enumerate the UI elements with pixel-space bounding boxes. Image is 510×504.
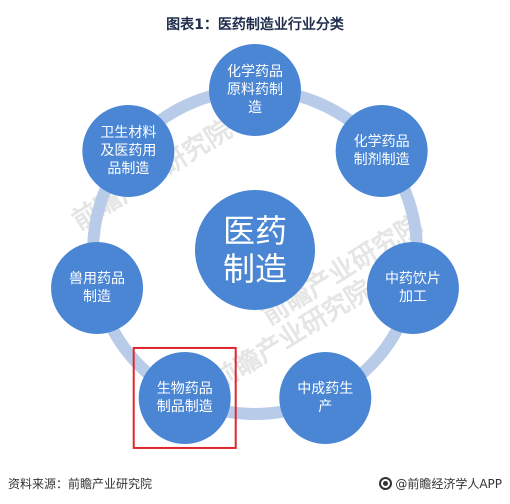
category-node-label: 原料药制 bbox=[227, 82, 283, 98]
category-node-label: 中成药生 bbox=[297, 381, 353, 397]
category-node-label: 品制造 bbox=[107, 161, 149, 177]
brand-footer: @前瞻经济学人APP bbox=[379, 475, 502, 492]
category-node-circle bbox=[366, 242, 459, 335]
category-node-label: 化学药品 bbox=[354, 134, 410, 150]
center-node-label: 制造 bbox=[223, 250, 287, 288]
highlight-box bbox=[132, 346, 237, 449]
category-node-label: 加工 bbox=[399, 289, 427, 305]
category-node-label: 中药饮片 bbox=[385, 271, 441, 287]
category-node-label: 造 bbox=[248, 100, 262, 116]
category-node-label: 制品制造 bbox=[157, 399, 213, 415]
category-node-circle bbox=[138, 351, 231, 444]
category-node-label: 兽用药品 bbox=[69, 271, 125, 287]
category-node-label: 制剂制造 bbox=[354, 152, 410, 168]
category-node-label: 生物药品 bbox=[157, 381, 213, 397]
category-node-label: 及医药用 bbox=[100, 143, 156, 159]
qianzhan-logo-icon bbox=[379, 477, 393, 490]
brand-text: @前瞻经济学人APP bbox=[395, 477, 502, 491]
chart-title: 图表1：医药制造业行业分类 bbox=[166, 17, 344, 33]
category-node-label: 卫生材料 bbox=[100, 125, 156, 141]
center-node: 医药制造 bbox=[195, 190, 315, 310]
category-node-label: 制造 bbox=[83, 289, 111, 305]
category-node-circle bbox=[82, 104, 175, 197]
category-node-circle bbox=[51, 242, 144, 335]
center-node-circle bbox=[195, 190, 315, 310]
source-note: 资料来源：前瞻产业研究院 bbox=[8, 477, 153, 491]
category-node-label: 产 bbox=[318, 399, 332, 415]
category-node-circle bbox=[209, 44, 301, 136]
category-node-label: 化学药品 bbox=[227, 64, 283, 80]
center-node-label: 医药 bbox=[223, 212, 287, 250]
category-node-circle bbox=[279, 351, 372, 444]
category-node-circle bbox=[335, 104, 428, 197]
